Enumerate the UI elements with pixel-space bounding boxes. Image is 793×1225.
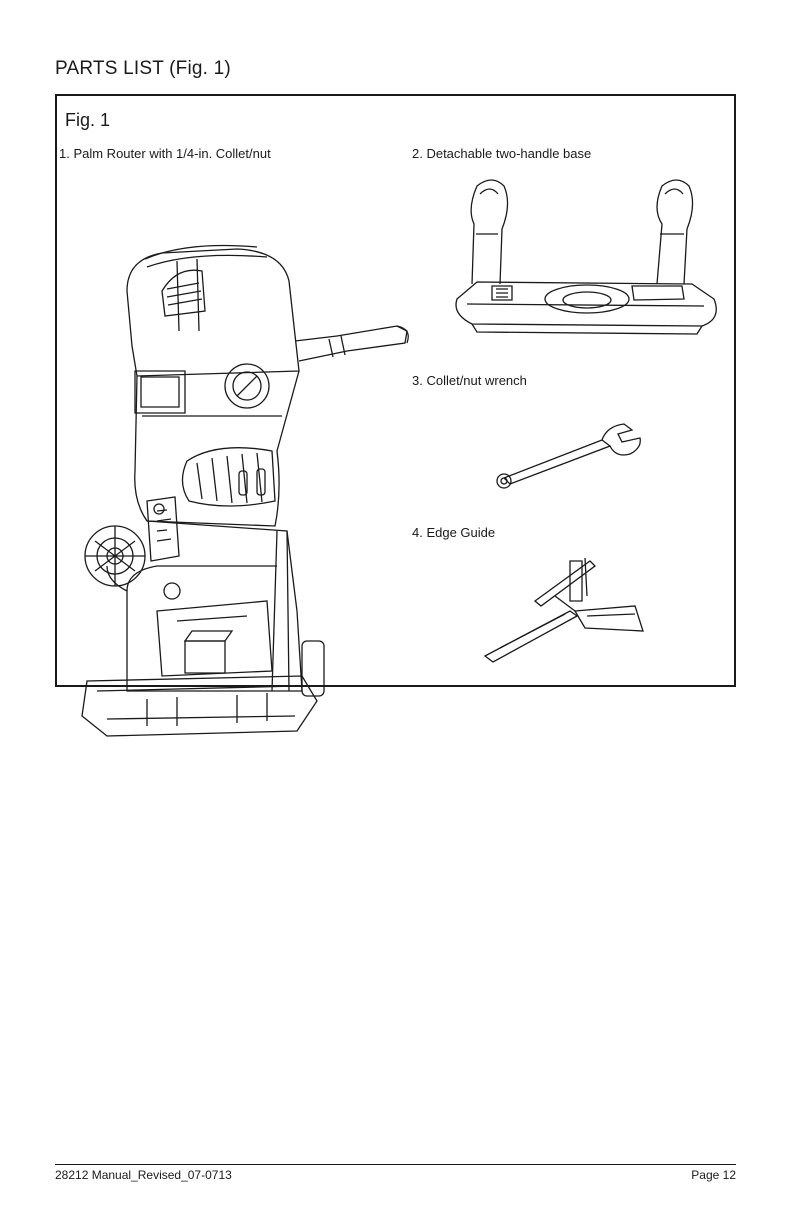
- figure-box: Fig. 1 1. Palm Router with 1/4-in. Colle…: [55, 94, 736, 687]
- footer-rule: [55, 1164, 736, 1165]
- part-4-label: 4. Edge Guide: [412, 525, 495, 540]
- edge-guide-illustration: [475, 556, 645, 666]
- collet-wrench-illustration: [492, 418, 652, 493]
- figure-label: Fig. 1: [65, 110, 110, 131]
- footer-document-id: 28212 Manual_Revised_07-0713: [55, 1168, 232, 1182]
- two-handle-base-illustration: [452, 174, 727, 354]
- part-1-label: 1. Palm Router with 1/4-in. Collet/nut: [59, 146, 271, 161]
- footer-page-number: Page 12: [691, 1168, 736, 1182]
- palm-router-illustration: [67, 171, 412, 656]
- part-3-label: 3. Collet/nut wrench: [412, 373, 527, 388]
- page-heading: PARTS LIST (Fig. 1): [55, 58, 231, 80]
- part-2-label: 2. Detachable two-handle base: [412, 146, 591, 161]
